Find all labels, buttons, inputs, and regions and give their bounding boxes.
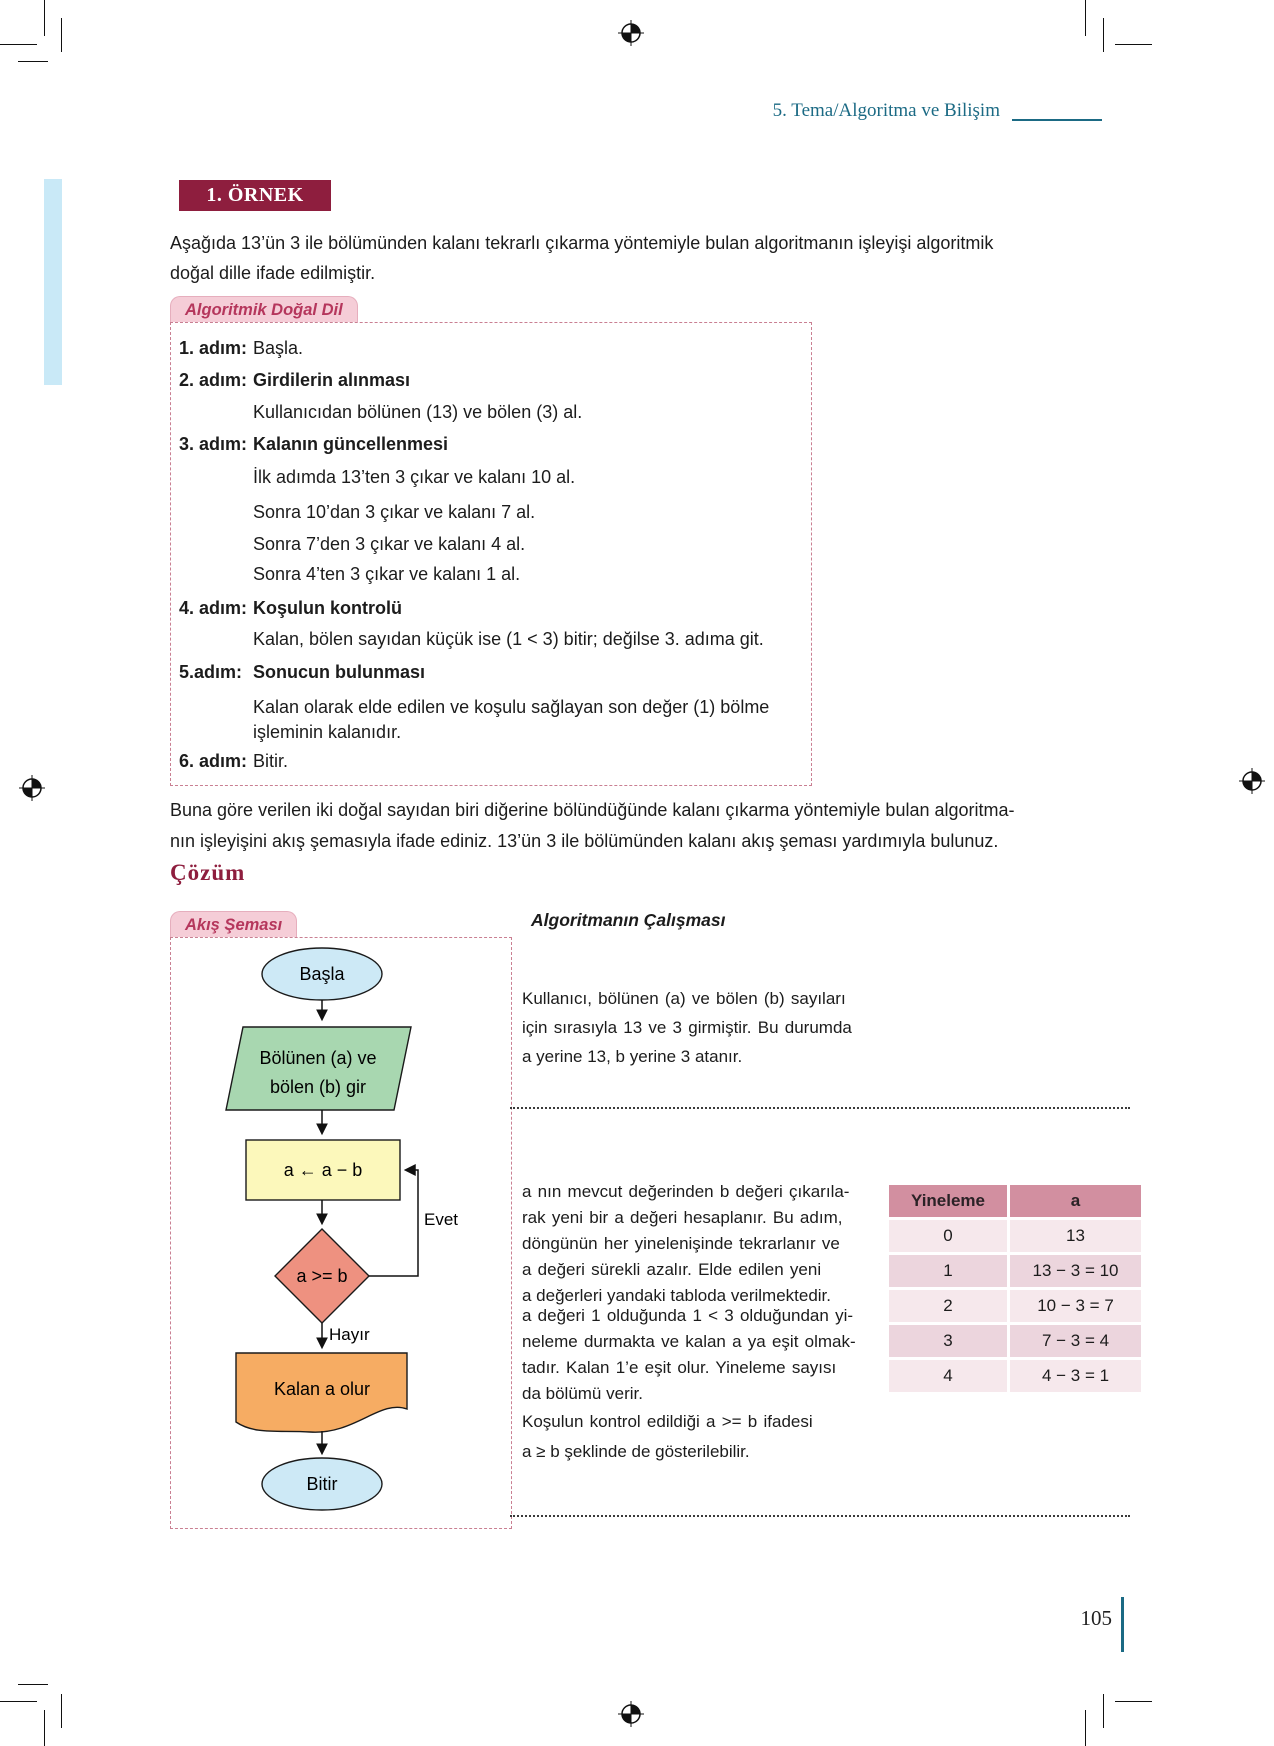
algorithm-step: Kalan, bölen sayıdan küçük ise (1 < 3) b… xyxy=(253,629,764,649)
flowchart-tab: Akış Şeması xyxy=(170,911,298,938)
output-node-label: Kalan a olur xyxy=(274,1379,370,1399)
no-label: Hayır xyxy=(329,1325,370,1344)
page-number-bar xyxy=(1121,1597,1124,1652)
intro-line: doğal dille ifade edilmiştir. xyxy=(170,263,376,283)
algorithm-step: işleminin kalanıdır. xyxy=(253,722,402,742)
algorithm-step: Sonra 4’ten 3 çıkar ve kalanı 1 al. xyxy=(253,564,521,584)
natural-language-tab: Algoritmik Doğal Dil xyxy=(170,296,358,323)
algorithm-step: İlk adımda 13’ten 3 çıkar ve kalanı 10 a… xyxy=(253,467,576,487)
table-header: a xyxy=(1010,1185,1141,1217)
page-number: 105 xyxy=(1080,1606,1113,1630)
yes-label: Evet xyxy=(424,1210,458,1229)
walkthrough-paragraph: a nın mevcut değerinden b değeri çıkarıl… xyxy=(522,1182,850,1305)
walkthrough-heading: Algoritmanın Çalışması xyxy=(531,910,726,930)
registration-mark-icon xyxy=(1239,768,1265,794)
followup-line: nın işleyişini akış şemasıyla ifade edin… xyxy=(170,831,999,851)
process-node xyxy=(245,1139,401,1201)
algorithm-step: Sonra 7’den 3 çıkar ve kalanı 4 al. xyxy=(253,534,526,554)
margin-accent-bar xyxy=(44,179,62,385)
algorithm-step: 4. adım:Koşulun kontrolü xyxy=(179,598,402,618)
algorithm-step: 3. adım:Kalanın güncellenmesi xyxy=(179,434,449,454)
section-divider xyxy=(510,1107,1130,1109)
walkthrough-paragraph: a değeri 1 olduğunda 1 < 3 olduğundan yi… xyxy=(522,1306,856,1403)
registration-mark-icon xyxy=(618,1701,644,1727)
running-header: 5. Tema/Algoritma ve Bilişim xyxy=(772,100,1000,121)
table-cell: 13 − 3 = 10 xyxy=(1010,1255,1141,1287)
algorithm-step: 1. adım:Başla. xyxy=(179,338,304,358)
process-node-label: a ← a − b xyxy=(284,1160,363,1180)
table-cell: 4 − 3 = 1 xyxy=(1010,1360,1141,1392)
table-header: Yineleme xyxy=(889,1185,1007,1217)
algorithm-step: Kalan olarak elde edilen ve koşulu sağla… xyxy=(253,697,770,717)
loop-connector xyxy=(369,1164,419,1277)
input-node-label: bölen (b) gir xyxy=(270,1077,366,1097)
algorithm-step: 6. adım:Bitir. xyxy=(179,751,289,771)
start-node-label: Başla xyxy=(299,964,345,984)
example-badge: 1. ÖRNEK xyxy=(179,180,331,211)
followup-line: Buna göre verilen iki doğal sayıdan biri… xyxy=(170,800,1015,820)
intro-line: Aşağıda 13’ün 3 ile bölümünden kalanı te… xyxy=(170,233,994,253)
table-cell: 10 − 3 = 7 xyxy=(1010,1290,1141,1322)
decision-node-label: a >= b xyxy=(296,1266,347,1286)
algorithm-step: 2. adım:Girdilerin alınması xyxy=(179,370,411,390)
registration-mark-icon xyxy=(618,20,644,46)
walkthrough-paragraph: Kullanıcı, bölünen (a) ve bölen (b) sayı… xyxy=(522,989,852,1066)
table-cell: 4 xyxy=(889,1360,1007,1392)
input-node-label: Bölünen (a) ve xyxy=(259,1048,376,1068)
table-cell: 13 xyxy=(1010,1220,1141,1252)
solution-heading: Çözüm xyxy=(170,860,246,885)
end-node-label: Bitir xyxy=(307,1474,338,1494)
registration-mark-icon xyxy=(19,775,45,801)
natural-language-box: 1. adım:Başla. 2. adım:Girdilerin alınma… xyxy=(170,322,812,786)
table-cell: 1 xyxy=(889,1255,1007,1287)
input-node xyxy=(225,1026,412,1111)
algorithm-step: Sonra 10’dan 3 çıkar ve kalanı 7 al. xyxy=(253,502,536,522)
table-cell: 3 xyxy=(889,1325,1007,1357)
table-cell: 7 − 3 = 4 xyxy=(1010,1325,1141,1357)
end-node xyxy=(261,1457,383,1511)
flowchart: Başla Bölünen (a) ve bölen (b) gir a ← a… xyxy=(225,947,458,1511)
table-cell: 0 xyxy=(889,1220,1007,1252)
algorithm-step: 5.adım:Sonucun bulunması xyxy=(179,662,426,682)
output-node xyxy=(235,1352,408,1433)
section-divider xyxy=(510,1515,1130,1517)
algorithm-step: Kullanıcıdan bölünen (13) ve bölen (3) a… xyxy=(253,402,583,422)
table-cell: 2 xyxy=(889,1290,1007,1322)
walkthrough-paragraph: Koşulun kontrol edildiği a >= b ifadesi … xyxy=(522,1412,813,1461)
header-rule xyxy=(1012,119,1102,121)
iteration-table: Yineleme a 0 13 1 13 − 3 = 10 2 10 − 3 =… xyxy=(889,1185,1141,1392)
